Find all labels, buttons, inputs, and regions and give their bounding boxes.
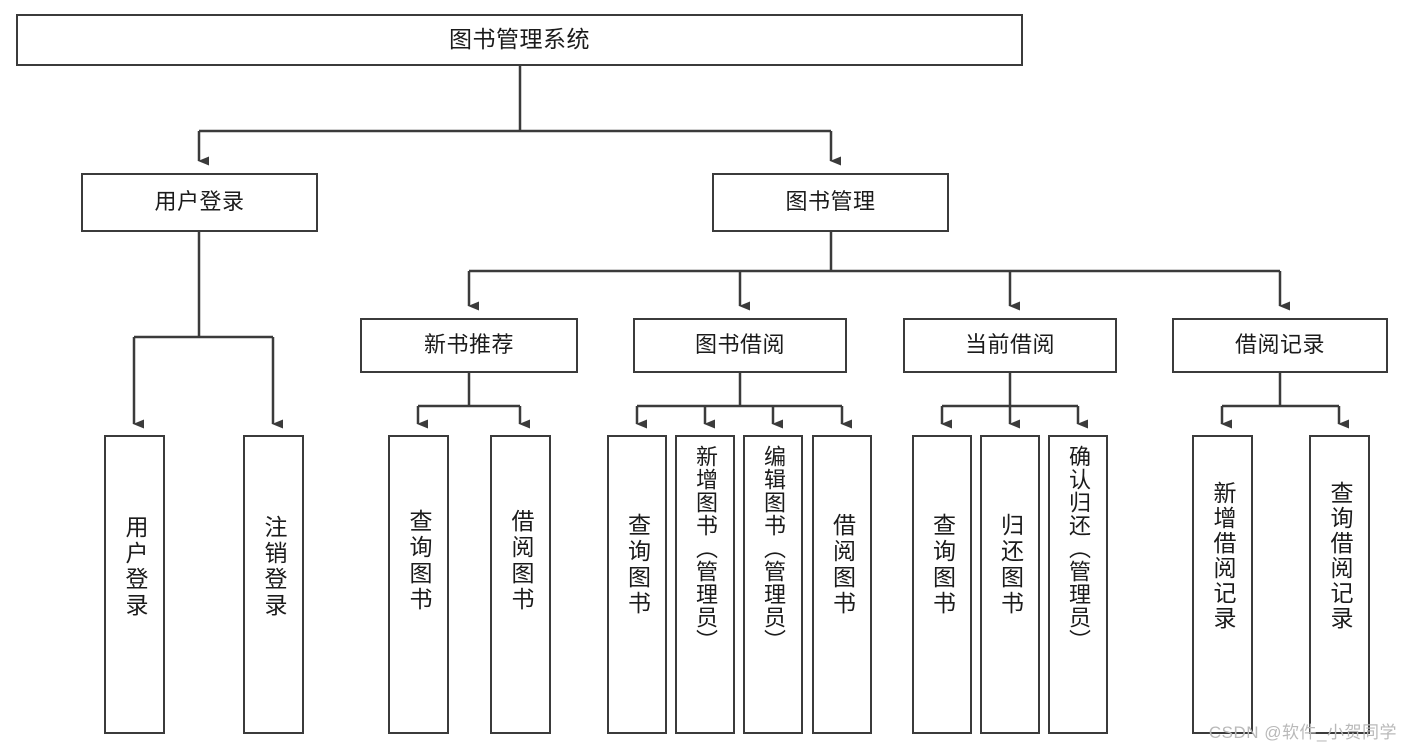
node-label: 查询图书 <box>406 509 432 613</box>
leaf-borrow-record-add-record[interactable]: 新增借阅记录 <box>1192 435 1253 734</box>
node-label: 图书管理系统 <box>449 26 590 53</box>
node-label: 确认归还（管理员） <box>1066 445 1091 652</box>
leaf-borrow-record-query-record[interactable]: 查询借阅记录 <box>1309 435 1370 734</box>
node-label: 图书管理 <box>785 189 876 215</box>
node-current-borrow[interactable]: 当前借阅 <box>903 318 1117 373</box>
node-label: 新书推荐 <box>423 332 514 358</box>
leaf-book-borrow-edit-book-admin[interactable]: 编辑图书（管理员） <box>743 435 803 734</box>
leaf-book-borrow-query-book[interactable]: 查询图书 <box>607 435 667 734</box>
node-label: 查询图书 <box>929 513 956 617</box>
node-label: 注销登录 <box>261 515 287 619</box>
node-new-book-recommend[interactable]: 新书推荐 <box>360 318 578 373</box>
node-label: 当前借阅 <box>964 332 1055 358</box>
leaf-user-login-logout[interactable]: 注销登录 <box>243 435 304 734</box>
leaf-user-login-login[interactable]: 用户登录 <box>104 435 165 734</box>
leaf-new-book-borrow-book[interactable]: 借阅图书 <box>490 435 551 734</box>
node-book-management[interactable]: 图书管理 <box>712 173 949 232</box>
leaf-current-borrow-query-book[interactable]: 查询图书 <box>912 435 972 734</box>
csdn-watermark: CSDN @软件_小贺同学 <box>1208 723 1397 742</box>
node-borrow-record[interactable]: 借阅记录 <box>1172 318 1388 373</box>
node-label: 编辑图书（管理员） <box>761 445 786 652</box>
leaf-book-borrow-borrow-book[interactable]: 借阅图书 <box>812 435 872 734</box>
node-label: 图书借阅 <box>694 332 785 358</box>
node-label: 借阅图书 <box>508 509 534 613</box>
node-label: 归还图书 <box>997 513 1024 617</box>
leaf-new-book-query-book[interactable]: 查询图书 <box>388 435 449 734</box>
node-book-borrow[interactable]: 图书借阅 <box>633 318 847 373</box>
node-user-login[interactable]: 用户登录 <box>81 173 318 232</box>
node-label: 用户登录 <box>122 515 148 619</box>
node-label: 借阅图书 <box>829 513 856 617</box>
node-label: 查询借阅记录 <box>1327 481 1353 631</box>
leaf-book-borrow-add-book-admin[interactable]: 新增图书（管理员） <box>675 435 735 734</box>
node-root-system[interactable]: 图书管理系统 <box>16 14 1023 66</box>
node-label: 用户登录 <box>154 189 245 215</box>
node-label: 新增图书（管理员） <box>693 445 718 652</box>
leaf-current-borrow-confirm-return-admin[interactable]: 确认归还（管理员） <box>1048 435 1108 734</box>
node-label: 借阅记录 <box>1234 332 1325 358</box>
node-label: 查询图书 <box>624 513 651 617</box>
node-label: 新增借阅记录 <box>1210 481 1236 631</box>
leaf-current-borrow-return-book[interactable]: 归还图书 <box>980 435 1040 734</box>
